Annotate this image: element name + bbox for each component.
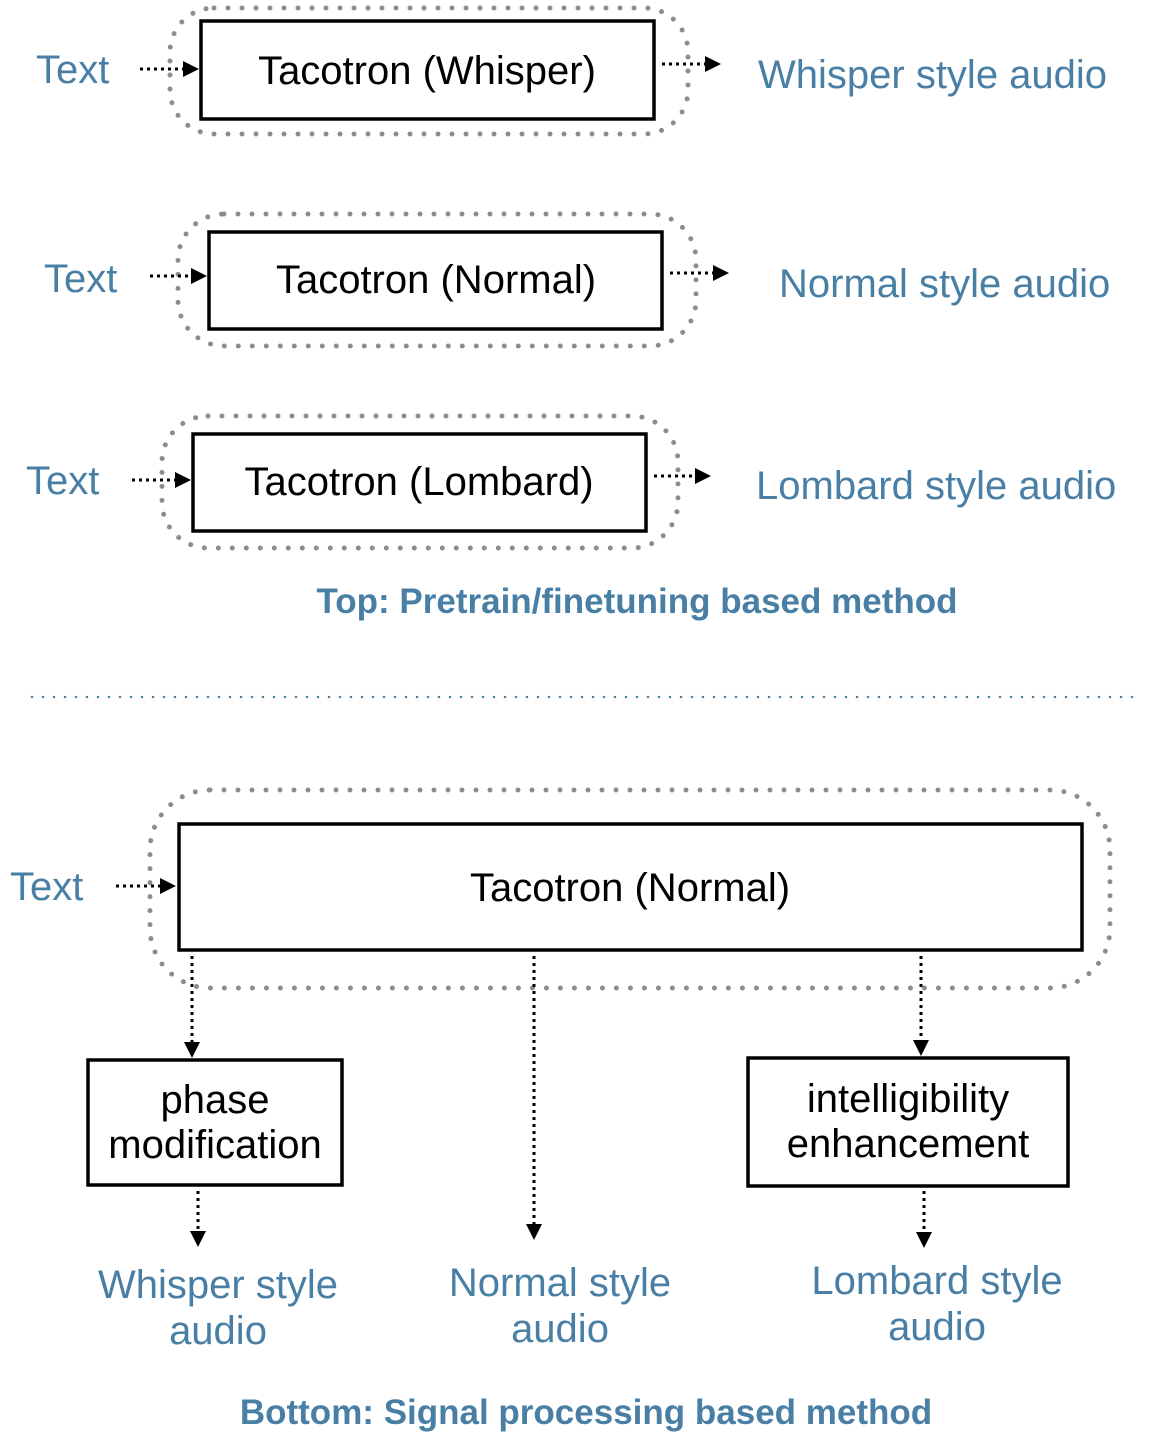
bottom-output-normal-line1: Normal style (449, 1261, 671, 1305)
bottom-model-box (177, 822, 1084, 952)
top-caption: Top: Pretrain/finetuning based method (316, 582, 957, 621)
bottom-output-normal-line2: audio (511, 1307, 609, 1351)
bottom-input-arrowhead (160, 878, 176, 894)
top-row-lombard-output-arrowhead (695, 468, 711, 484)
bottom-output-whisper-line2: audio (169, 1309, 267, 1353)
top-row-whisper-output-arrowhead (705, 56, 721, 72)
top-row-lombard-model-label: Tacotron (Lombard) (244, 460, 593, 504)
bottom-model-halo (147, 787, 1113, 991)
intelligibility-enhancement-output-arrowhead (916, 1232, 932, 1248)
bottom-output-whisper-line1: Whisper style (98, 1263, 338, 1307)
top-row-normal-model-box (207, 230, 664, 331)
bottom-branch-whisper-arrowhead (184, 1042, 200, 1058)
top-row-whisper-input-arrowhead (183, 61, 199, 77)
phase-modification-output-arrowhead (190, 1231, 206, 1247)
top-row-lombard-input-label: Text (26, 459, 99, 503)
top-row-normal: Text Tacotron (Normal) Normal style audi… (44, 211, 1110, 349)
intelligibility-enhancement-box (746, 1056, 1070, 1188)
top-row-lombard: Text Tacotron (Lombard) Lombard style au… (26, 413, 1116, 551)
top-row-lombard-halo (159, 413, 681, 551)
top-row-normal-input-label: Text (44, 257, 117, 301)
top-row-normal-output-label: Normal style audio (779, 262, 1110, 306)
bottom-output-lombard-line1: Lombard style (811, 1259, 1062, 1303)
intelligibility-enhancement-label-line1: intelligibility (807, 1077, 1009, 1121)
top-row-whisper-model-label: Tacotron (Whisper) (258, 49, 596, 93)
top-row-lombard-input-arrowhead (175, 472, 191, 488)
top-row-normal-halo (175, 211, 699, 349)
bottom-branch-lombard-arrowhead (913, 1040, 929, 1056)
phase-modification-box (86, 1058, 344, 1187)
bottom-input-label: Text (10, 865, 83, 909)
phase-modification-label-line1: phase (161, 1078, 270, 1122)
bottom-branch-normal-arrowhead (526, 1224, 542, 1240)
top-row-lombard-model-box (191, 432, 648, 533)
bottom-caption: Bottom: Signal processing based method (240, 1393, 932, 1432)
top-row-normal-output-arrowhead (713, 265, 729, 281)
bottom-output-lombard-line2: audio (888, 1305, 986, 1349)
phase-modification-label-line2: modification (108, 1123, 321, 1167)
bottom-model-label: Tacotron (Normal) (470, 866, 790, 910)
top-row-whisper-input-label: Text (36, 48, 109, 92)
top-row-whisper-model-box (199, 19, 656, 121)
intelligibility-enhancement-label-line2: enhancement (787, 1122, 1029, 1166)
top-row-lombard-output-label: Lombard style audio (756, 464, 1116, 508)
top-row-normal-model-label: Tacotron (Normal) (276, 258, 596, 302)
top-row-whisper: Text Tacotron (Whisper) Whisper style au… (36, 5, 1107, 137)
top-row-whisper-output-label: Whisper style audio (758, 53, 1107, 97)
top-row-normal-input-arrowhead (191, 268, 207, 284)
top-row-whisper-halo (167, 5, 691, 137)
